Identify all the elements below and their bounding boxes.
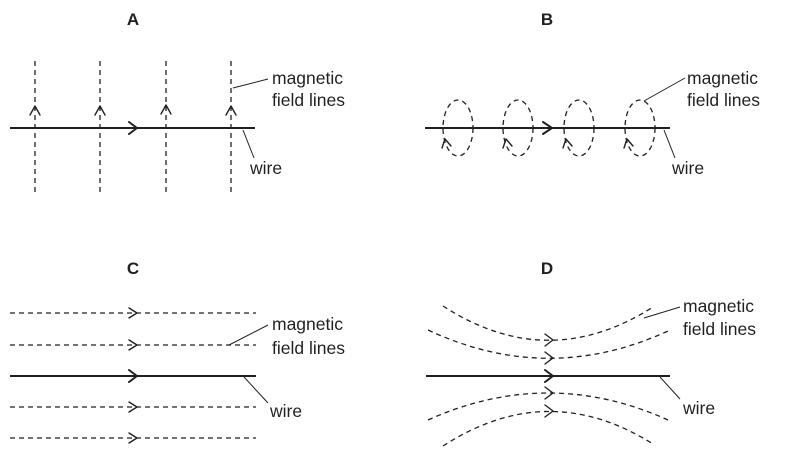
panel-c: C magnetic field lines wire (10, 259, 345, 444)
field-loop (442, 99, 474, 157)
field-loop (502, 99, 534, 157)
field-label-line2: field lines (683, 319, 756, 339)
field-label-line1: magnetic (272, 314, 343, 334)
field-arrow-right-icon (128, 432, 138, 444)
field-arrow-loop-icon (502, 138, 513, 149)
field-curve (442, 410, 654, 447)
wire-leader-line (659, 376, 681, 400)
field-arrow-right-icon (128, 307, 138, 319)
field-arrow-up-icon (29, 105, 41, 116)
field-loop (624, 99, 656, 157)
wire-label: wire (682, 398, 715, 418)
panel-a-title: A (127, 10, 139, 29)
field-leader-line (643, 306, 681, 319)
panel-d: D magnetic field lines wire (426, 259, 756, 447)
field-arrow-loop-icon (441, 138, 452, 149)
current-arrow-icon (542, 121, 553, 135)
wire-label: wire (269, 401, 302, 421)
current-arrow-icon (544, 369, 554, 383)
field-arrow-loop-icon (623, 138, 634, 149)
field-arrow-right-icon (128, 339, 138, 351)
field-curve (442, 305, 654, 341)
panel-b-title: B (541, 10, 553, 29)
panel-c-title: C (127, 259, 139, 278)
panel-b: B magnetic field lines wire (425, 10, 760, 178)
field-arrow-loop-icon (562, 138, 573, 149)
field-arrow-up-icon (94, 105, 106, 116)
field-arrow-right-icon (544, 351, 554, 365)
field-leader-line (232, 78, 269, 89)
wire-leader-line (243, 376, 269, 404)
field-label-line1: magnetic (272, 68, 343, 88)
field-leader-line (643, 77, 686, 102)
field-label-line2: field lines (687, 90, 760, 110)
wire-label: wire (671, 158, 704, 178)
field-label-line1: magnetic (683, 296, 754, 316)
wire-leader-line (242, 129, 255, 159)
field-arrow-right-icon (544, 333, 554, 347)
field-arrow-up-icon (225, 105, 237, 116)
panel-d-title: D (541, 259, 553, 278)
current-arrow-icon (128, 121, 138, 135)
field-arrow-right-icon (544, 404, 554, 418)
panel-a: A magnetic field lines wire (10, 10, 345, 196)
field-arrow-right-icon (544, 386, 554, 400)
field-label-line2: field lines (272, 90, 345, 110)
field-loop (563, 99, 595, 157)
field-arrow-right-icon (128, 401, 138, 413)
field-arrow-up-icon (160, 104, 172, 115)
current-arrow-icon (128, 369, 138, 383)
field-label-line2: field lines (272, 338, 345, 358)
wire-label: wire (249, 158, 282, 178)
wire-leader-line (663, 129, 676, 159)
field-leader-line (228, 324, 269, 346)
field-label-line1: magnetic (687, 68, 758, 88)
